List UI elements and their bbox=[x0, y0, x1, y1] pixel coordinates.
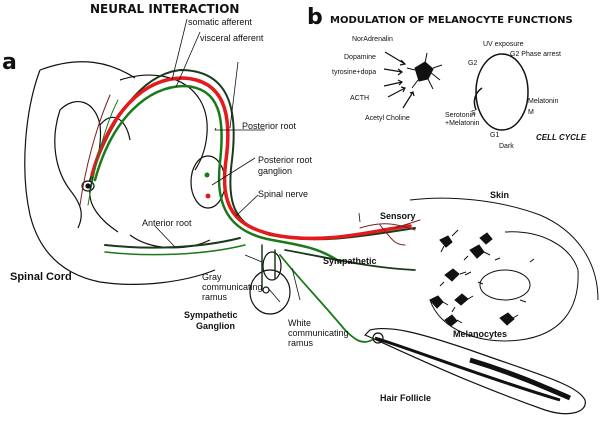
label-g2-phase-arrest: G2 Phase arrest bbox=[510, 51, 561, 58]
label-gray-ramus-3: ramus bbox=[202, 292, 228, 302]
label-posterior-root-ganglion-2: ganglion bbox=[258, 166, 293, 176]
label-g1: G1 bbox=[490, 132, 500, 139]
label-white-ramus-3: ramus bbox=[288, 338, 314, 348]
label-dopamine: Dopamine bbox=[344, 54, 376, 61]
hair-follicle-shape bbox=[363, 327, 586, 415]
label-skin: Skin bbox=[490, 190, 510, 200]
sympathetic-ganglion bbox=[249, 269, 291, 315]
melanocyte-icon bbox=[406, 52, 443, 90]
label-white-ramus-1: White bbox=[288, 318, 312, 328]
somatic-afferent-fiber bbox=[90, 76, 412, 241]
label-m-phase: M bbox=[528, 109, 534, 116]
label-hair-follicle: Hair Follicle bbox=[380, 393, 432, 403]
label-noradrenalin: NorAdrenalin bbox=[352, 36, 393, 43]
label-sympathetic: Sympathetic bbox=[323, 256, 377, 266]
label-g2: G2 bbox=[468, 60, 478, 67]
label-anterior-root: Anterior root bbox=[142, 218, 192, 228]
label-sympathetic-ganglion-2: Ganglion bbox=[196, 321, 235, 331]
label-melatonin: Melatonin bbox=[528, 98, 559, 105]
label-acetyl-choline: Acetyl Choline bbox=[365, 115, 410, 122]
label-melanocytes: Melanocytes bbox=[453, 329, 508, 339]
label-posterior-root-ganglion-1: Posterior root bbox=[258, 155, 313, 165]
cell-cycle-ring bbox=[473, 53, 529, 131]
label-somatic-afferent: somatic afferent bbox=[188, 17, 252, 27]
nerve-fibers bbox=[79, 68, 421, 343]
modulation-title: MODULATION OF MELANOCYTE FUNCTIONS bbox=[330, 15, 573, 26]
sensory-fiber bbox=[359, 219, 421, 246]
label-s-phase: S bbox=[471, 110, 476, 117]
label-plus-melatonin: +Melatonin bbox=[445, 120, 480, 127]
label-gray-ramus-1: Gray bbox=[202, 272, 222, 282]
label-dark: Dark bbox=[499, 143, 514, 150]
sympathetic-fiber bbox=[284, 249, 416, 271]
skin-outline bbox=[409, 197, 599, 342]
label-visceral-afferent: visceral afferent bbox=[200, 33, 264, 43]
label-sensory: Sensory bbox=[380, 211, 416, 221]
spinal-cord-outline bbox=[24, 61, 216, 285]
label-cell-cycle: CELL CYCLE bbox=[536, 133, 587, 142]
panel-label-a: a bbox=[2, 50, 17, 75]
label-posterior-root: Posterior root bbox=[242, 121, 297, 131]
modulation-arrows bbox=[383, 51, 415, 109]
label-tyrosine-dopa: tyrosine+dopa bbox=[332, 69, 377, 76]
label-gray-ramus-2: communicating bbox=[202, 282, 263, 292]
label-white-ramus-2: communicating bbox=[288, 328, 349, 338]
visceral-afferent-fiber bbox=[93, 84, 342, 264]
label-spinal-cord: Spinal Cord bbox=[10, 271, 72, 283]
melanocyte-cells bbox=[429, 229, 519, 327]
leader-lines bbox=[154, 18, 361, 303]
anterior-root-fiber bbox=[104, 237, 241, 249]
label-uv-exposure: UV exposure bbox=[483, 41, 524, 48]
label-serotonin: Serotonin bbox=[445, 112, 475, 119]
label-spinal-nerve: Spinal nerve bbox=[258, 189, 309, 199]
label-sympathetic-ganglion-1: Sympathetic bbox=[184, 310, 238, 320]
panel-label-b: b bbox=[307, 5, 323, 30]
neural-interaction-title: NEURAL INTERACTION bbox=[90, 2, 240, 16]
label-acth: ACTH bbox=[350, 95, 370, 102]
